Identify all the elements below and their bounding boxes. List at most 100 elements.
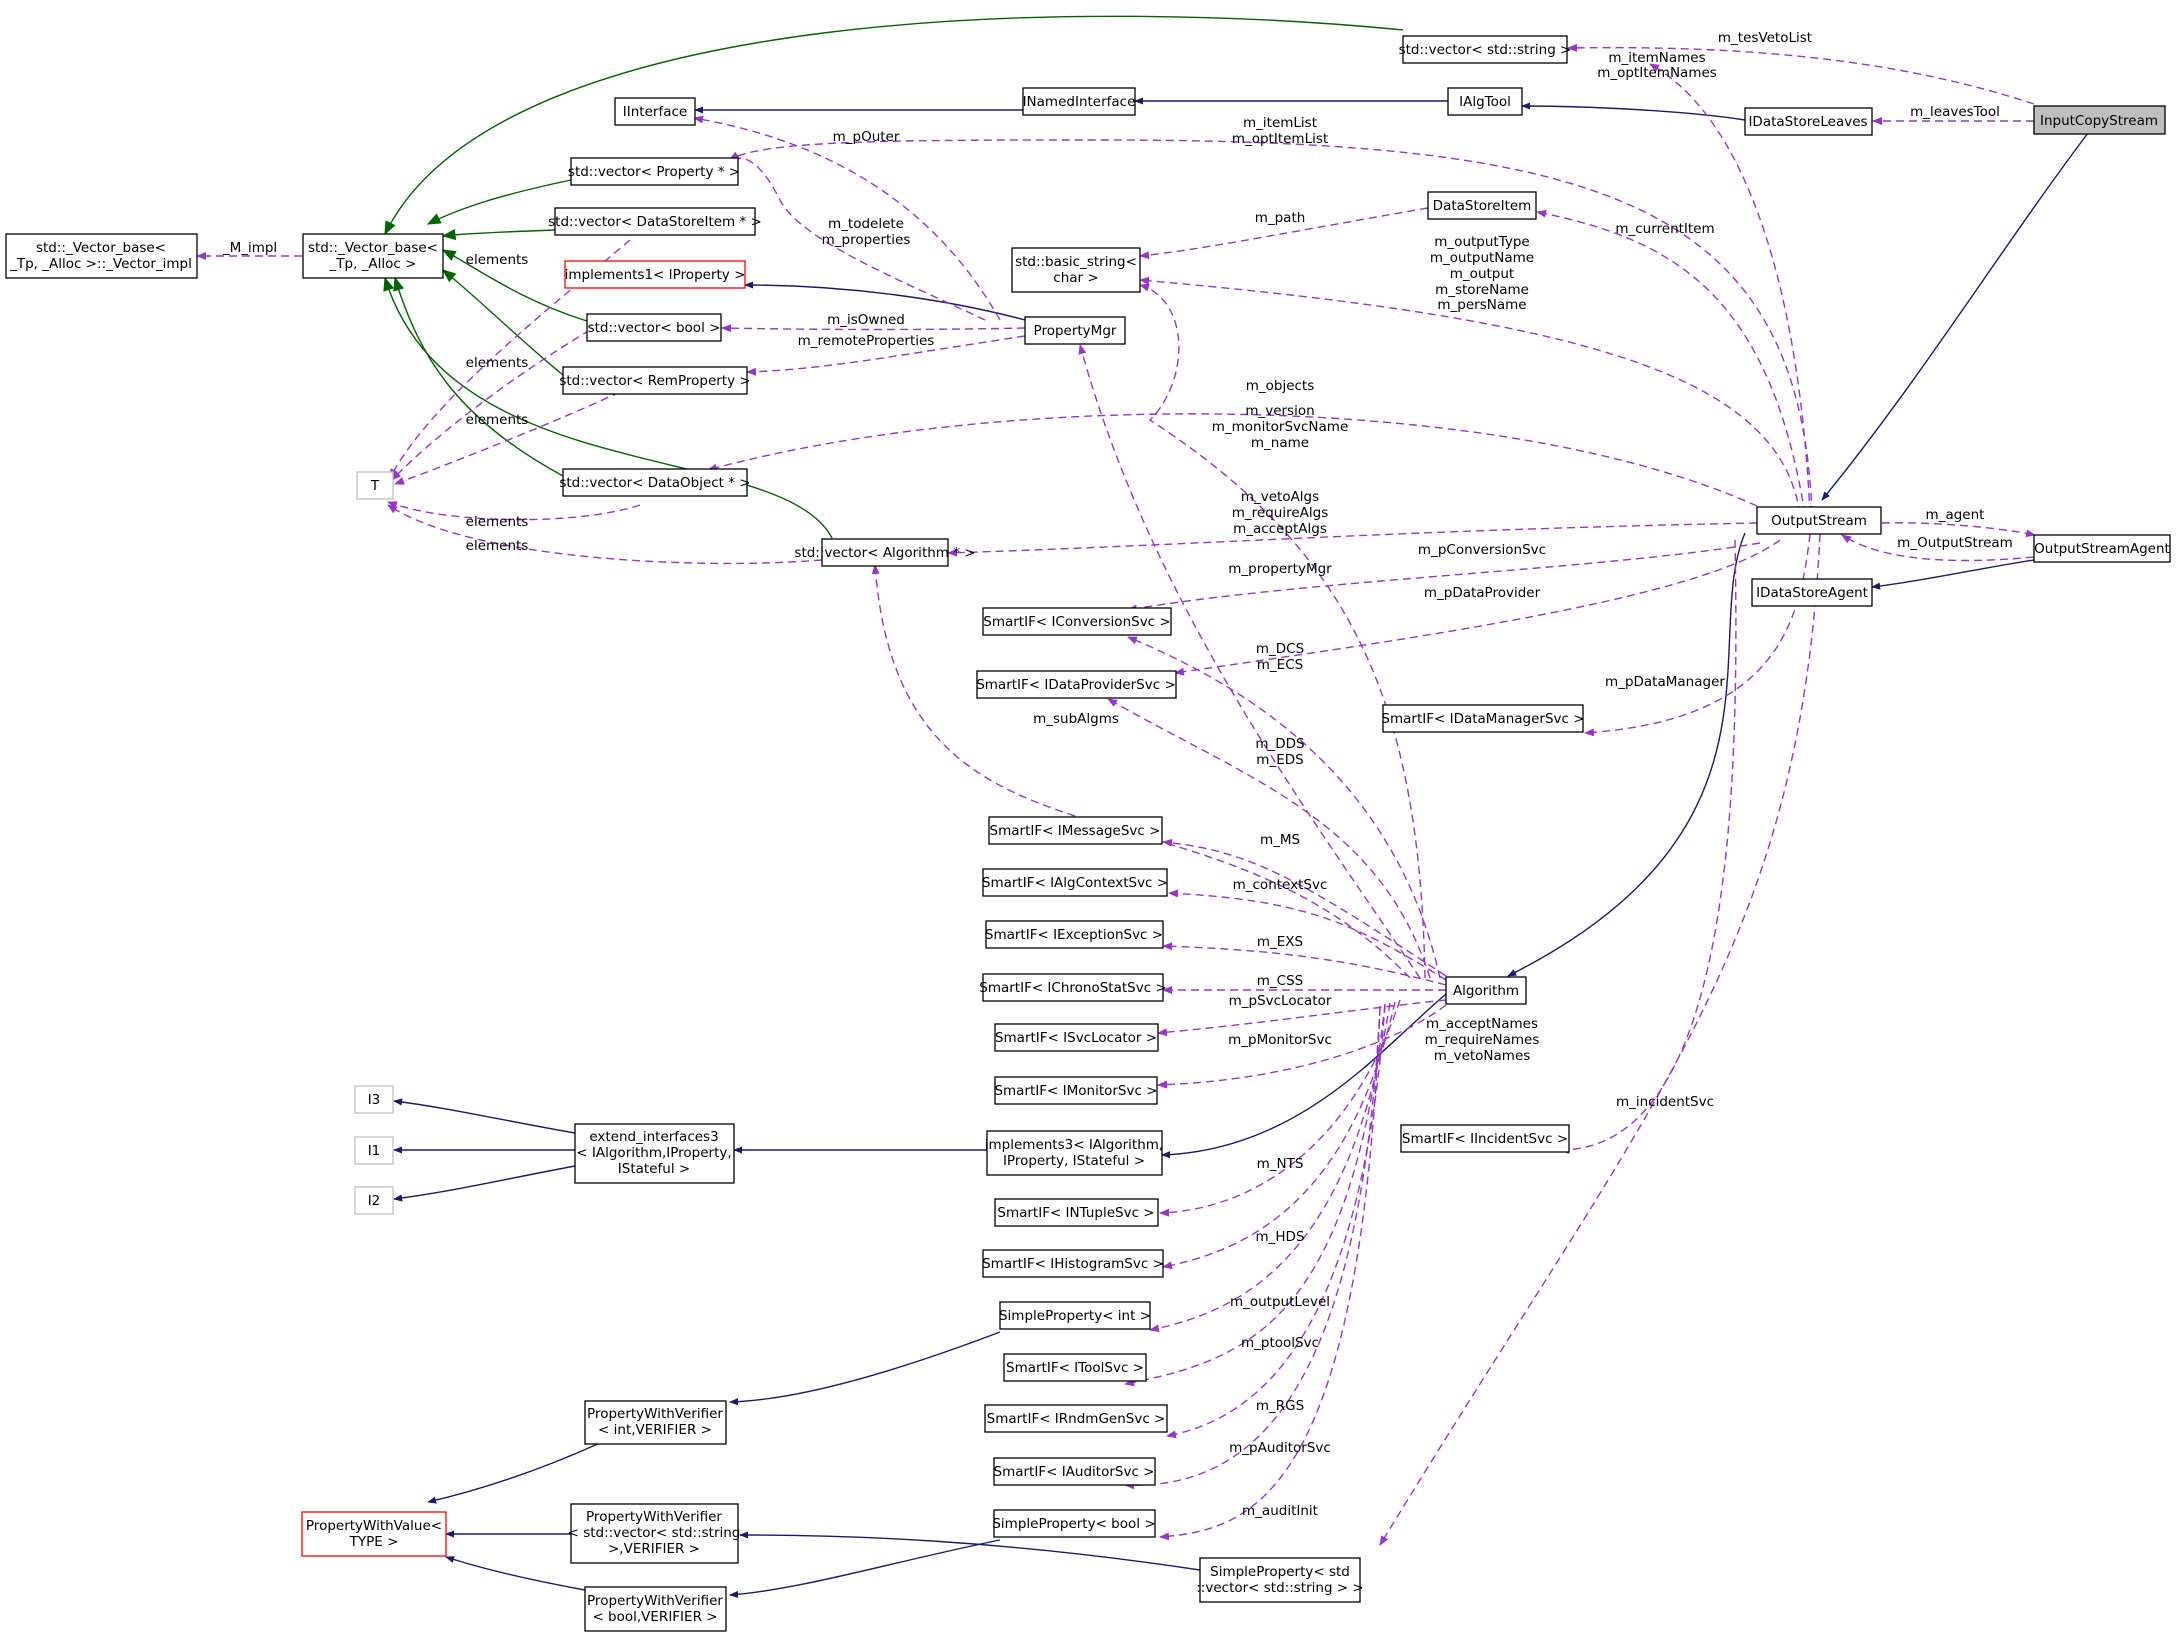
node-sif-rndmgen[interactable]: SmartIF< IRndmGenSvc > xyxy=(984,1404,1168,1433)
node-sif-conversion[interactable]: SmartIF< IConversionSvc > xyxy=(982,607,1172,636)
node-outputstreamagent[interactable]: OutputStreamAgent xyxy=(2033,534,2171,563)
node-sif-datamanager[interactable]: SmartIF< IDataManagerSvc > xyxy=(1381,704,1585,733)
svg-text:SimpleProperty< std: SimpleProperty< std xyxy=(1210,1564,1350,1580)
node-property-with-value[interactable]: PropertyWithValue< TYPE > xyxy=(301,1511,447,1557)
svg-text:std::vector< std::string >: std::vector< std::string > xyxy=(1399,42,1572,58)
node-i1[interactable]: I1 xyxy=(354,1136,394,1165)
node-simple-vecstr[interactable]: SimpleProperty< std ::vector< std::strin… xyxy=(1196,1557,1364,1603)
label-vetoalgs-3: m_acceptAlgs xyxy=(1233,521,1327,537)
label-pauditorsvc: m_pAuditorSvc xyxy=(1229,1440,1331,1456)
node-propertymgr[interactable]: PropertyMgr xyxy=(1024,316,1126,345)
node-vec-datastoreitem[interactable]: std::vector< DataStoreItem * > xyxy=(548,207,762,236)
node-implements1[interactable]: implements1< IProperty > xyxy=(564,260,746,289)
node-algorithm[interactable]: Algorithm xyxy=(1445,976,1527,1005)
svg-text:INamedInterface: INamedInterface xyxy=(1023,94,1136,110)
label-exs: m_EXS xyxy=(1257,934,1303,950)
node-basic-string[interactable]: std::basic_string< char > xyxy=(1011,247,1141,293)
svg-text:std::vector< bool >: std::vector< bool > xyxy=(588,320,721,336)
edge-usage-psvclocator xyxy=(1157,999,1447,1037)
node-sif-ntuple[interactable]: SmartIF< INTupleSvc > xyxy=(994,1198,1159,1227)
svg-text:Algorithm: Algorithm xyxy=(1453,983,1519,999)
label-elements-4: elements xyxy=(466,514,529,530)
label-dcs-2: m_ECS xyxy=(1257,657,1303,673)
node-vec-string[interactable]: std::vector< std::string > xyxy=(1399,35,1572,64)
edge-vecbool-vectorbase xyxy=(441,249,588,322)
node-iinterface[interactable]: IInterface xyxy=(614,97,696,126)
svg-text:SmartIF< IConversionSvc >: SmartIF< IConversionSvc > xyxy=(983,614,1170,630)
svg-text:SmartIF< IAuditorSvc >: SmartIF< IAuditorSvc > xyxy=(994,1464,1155,1480)
node-pwv-bool[interactable]: PropertyWithVerifier < bool,VERIFIER > xyxy=(584,1586,727,1632)
node-i3[interactable]: I3 xyxy=(354,1085,394,1114)
svg-text:::vector< std::string > >: ::vector< std::string > > xyxy=(1196,1580,1363,1596)
label-itemlist-2: m_optItemList xyxy=(1232,131,1328,147)
edge-usage-path xyxy=(1139,207,1429,260)
node-simple-bool[interactable]: SimpleProperty< bool > xyxy=(992,1509,1156,1538)
node-sif-dataprovider[interactable]: SmartIF< IDataProviderSvc > xyxy=(976,670,1177,699)
svg-text:< int,VERIFIER >: < int,VERIFIER > xyxy=(598,1422,712,1438)
edge-pwvint-pwvalue xyxy=(427,1442,601,1504)
node-vec-remproperty[interactable]: std::vector< RemProperty > xyxy=(559,366,751,395)
svg-text:_Tp, _Alloc >: _Tp, _Alloc > xyxy=(329,256,417,272)
svg-text:std::vector< Algorithm * >: std::vector< Algorithm * > xyxy=(794,545,975,561)
label-vetoalgs-2: m_requireAlgs xyxy=(1232,505,1328,521)
node-simple-int[interactable]: SimpleProperty< int > xyxy=(999,1301,1151,1330)
node-vec-dataobject[interactable]: std::vector< DataObject * > xyxy=(559,468,751,497)
label-version-3: m_name xyxy=(1251,435,1309,451)
node-idatastoreagent[interactable]: IDataStoreAgent xyxy=(1751,578,1873,607)
edge-usage-pmonitorsvc xyxy=(1157,1004,1447,1089)
label-leavestool: m_leavesTool xyxy=(1910,104,2000,120)
edge-usage-pauditorsvc xyxy=(1124,1005,1381,1490)
node-sif-algcontext[interactable]: SmartIF< IAlgContextSvc > xyxy=(982,868,1168,897)
node-i2[interactable]: I2 xyxy=(354,1186,394,1215)
edge-usage-pconversionsvc xyxy=(1127,542,1761,613)
node-sif-histogram[interactable]: SmartIF< IHistogramSvc > xyxy=(982,1249,1164,1278)
svg-text:char >: char > xyxy=(1053,270,1098,286)
node-sif-auditor[interactable]: SmartIF< IAuditorSvc > xyxy=(993,1457,1156,1486)
edge-usage-todelete xyxy=(729,155,986,321)
edge-vecalgorithm-vectorbase xyxy=(383,276,833,539)
node-sif-tool[interactable]: SmartIF< IToolSvc > xyxy=(1003,1353,1147,1382)
svg-text:SmartIF< IChronoStatSvc >: SmartIF< IChronoStatSvc > xyxy=(979,980,1167,996)
svg-text:implements3< IAlgorithm,: implements3< IAlgorithm, xyxy=(985,1137,1163,1153)
svg-text:std::vector< Property * >: std::vector< Property * > xyxy=(568,164,740,180)
node-sif-incident[interactable]: SmartIF< IIncidentSvc > xyxy=(1400,1124,1570,1153)
node-implements3[interactable]: implements3< IAlgorithm, IProperty, ISta… xyxy=(985,1130,1163,1176)
svg-text:SmartIF< IMessageSvc >: SmartIF< IMessageSvc > xyxy=(990,823,1161,839)
edge-usage-vetoalgs xyxy=(947,522,1758,557)
label-rgs: m_RGS xyxy=(1256,1398,1304,1414)
node-outputstream[interactable]: OutputStream xyxy=(1756,506,1882,535)
node-pwv-int[interactable]: PropertyWithVerifier < int,VERIFIER > xyxy=(584,1400,727,1445)
edge-usage-elements-vecbool xyxy=(391,329,591,481)
svg-text:implements1< IProperty >: implements1< IProperty > xyxy=(565,267,746,283)
node-sif-message[interactable]: SmartIF< IMessageSvc > xyxy=(988,816,1163,845)
node-vec-algorithm[interactable]: std::vector< Algorithm * > xyxy=(794,538,976,567)
node-vec-property[interactable]: std::vector< Property * > xyxy=(568,157,740,186)
label-hds: m_HDS xyxy=(1255,1229,1304,1245)
edge-usage-itemlist xyxy=(729,139,1813,515)
edge-propertymgr-implements1 xyxy=(744,281,1026,321)
label-outputtype-5: m_persName xyxy=(1437,297,1526,313)
node-sif-exception[interactable]: SmartIF< IExceptionSvc > xyxy=(985,920,1164,949)
node-inamedinterface[interactable]: INamedInterface xyxy=(1022,87,1136,116)
node-vector-base[interactable]: std::_Vector_base< _Tp, _Alloc > xyxy=(302,233,444,279)
node-extend-interfaces3[interactable]: extend_interfaces3 < IAlgorithm,IPropert… xyxy=(574,1123,735,1184)
edge-usage-nts xyxy=(1159,999,1401,1217)
node-sif-monitor[interactable]: SmartIF< IMonitorSvc > xyxy=(994,1076,1158,1105)
svg-text:OutputStream: OutputStream xyxy=(1771,513,1867,529)
node-sif-chronostat[interactable]: SmartIF< IChronoStatSvc > xyxy=(979,973,1167,1002)
node-vector-base-impl[interactable]: std::_Vector_base< _Tp, _Alloc >::_Vecto… xyxy=(5,233,198,279)
node-sif-svclocator[interactable]: SmartIF< ISvcLocator > xyxy=(994,1023,1159,1052)
label-css: m_CSS xyxy=(1257,973,1303,989)
label-outputtype-3: m_output xyxy=(1450,266,1514,282)
node-t[interactable]: T xyxy=(356,471,394,500)
edge-vecproperty-vectorbase xyxy=(426,179,572,225)
edge-usage-pdataprovider xyxy=(1174,539,1781,676)
node-vec-bool[interactable]: std::vector< bool > xyxy=(586,313,722,342)
node-ialgtool[interactable]: IAlgTool xyxy=(1447,87,1523,116)
svg-text:SmartIF< IRndmGenSvc >: SmartIF< IRndmGenSvc > xyxy=(987,1411,1166,1427)
edge-usage-tesvetolist xyxy=(1567,43,2035,105)
node-inputcopystream[interactable]: InputCopyStream xyxy=(2033,105,2166,135)
node-pwv-vecstr[interactable]: PropertyWithVerifier < std::vector< std:… xyxy=(568,1503,741,1564)
node-idatastoreleaves[interactable]: IDataStoreLeaves xyxy=(1744,107,1873,136)
node-datastoreitem[interactable]: DataStoreItem xyxy=(1427,191,1537,220)
